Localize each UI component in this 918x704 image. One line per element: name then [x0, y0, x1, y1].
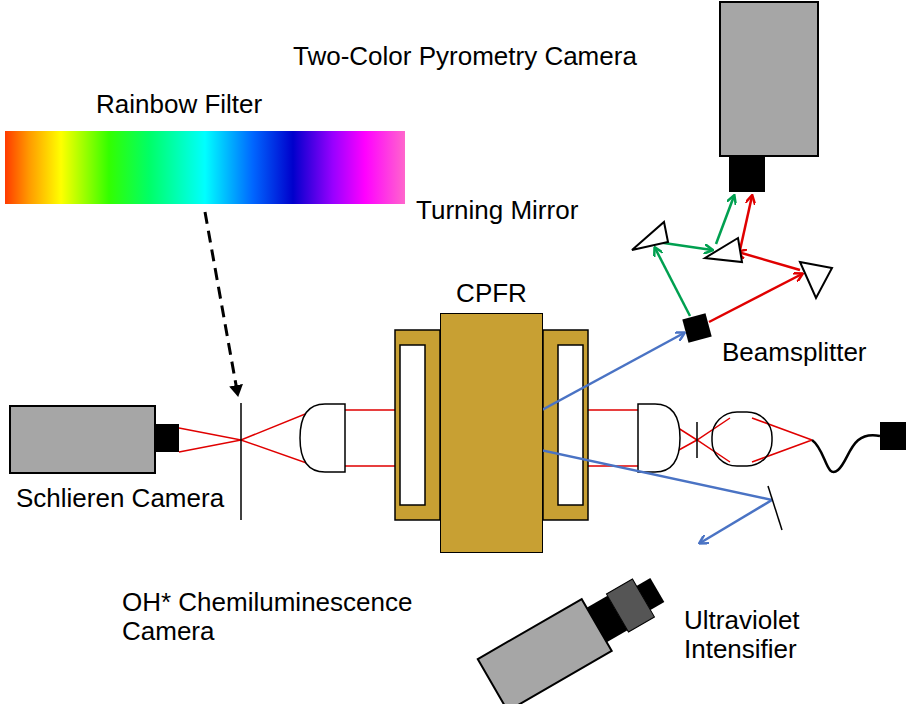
- part-label: Schlieren Camera: [16, 484, 224, 513]
- part-label: Turning Mirror: [416, 196, 578, 225]
- part-label: OH* Chemiluminescence Camera: [122, 588, 482, 646]
- part-label: Two-Color Pyrometry Camera: [293, 42, 637, 71]
- part-label: Beamsplitter: [722, 338, 867, 367]
- part-label: Ultraviolet Intensifier: [684, 606, 854, 664]
- reactor-box: CPFR: [440, 313, 543, 553]
- part-label: Rainbow Filter: [96, 90, 262, 119]
- node-heading: CPFR: [441, 278, 542, 309]
